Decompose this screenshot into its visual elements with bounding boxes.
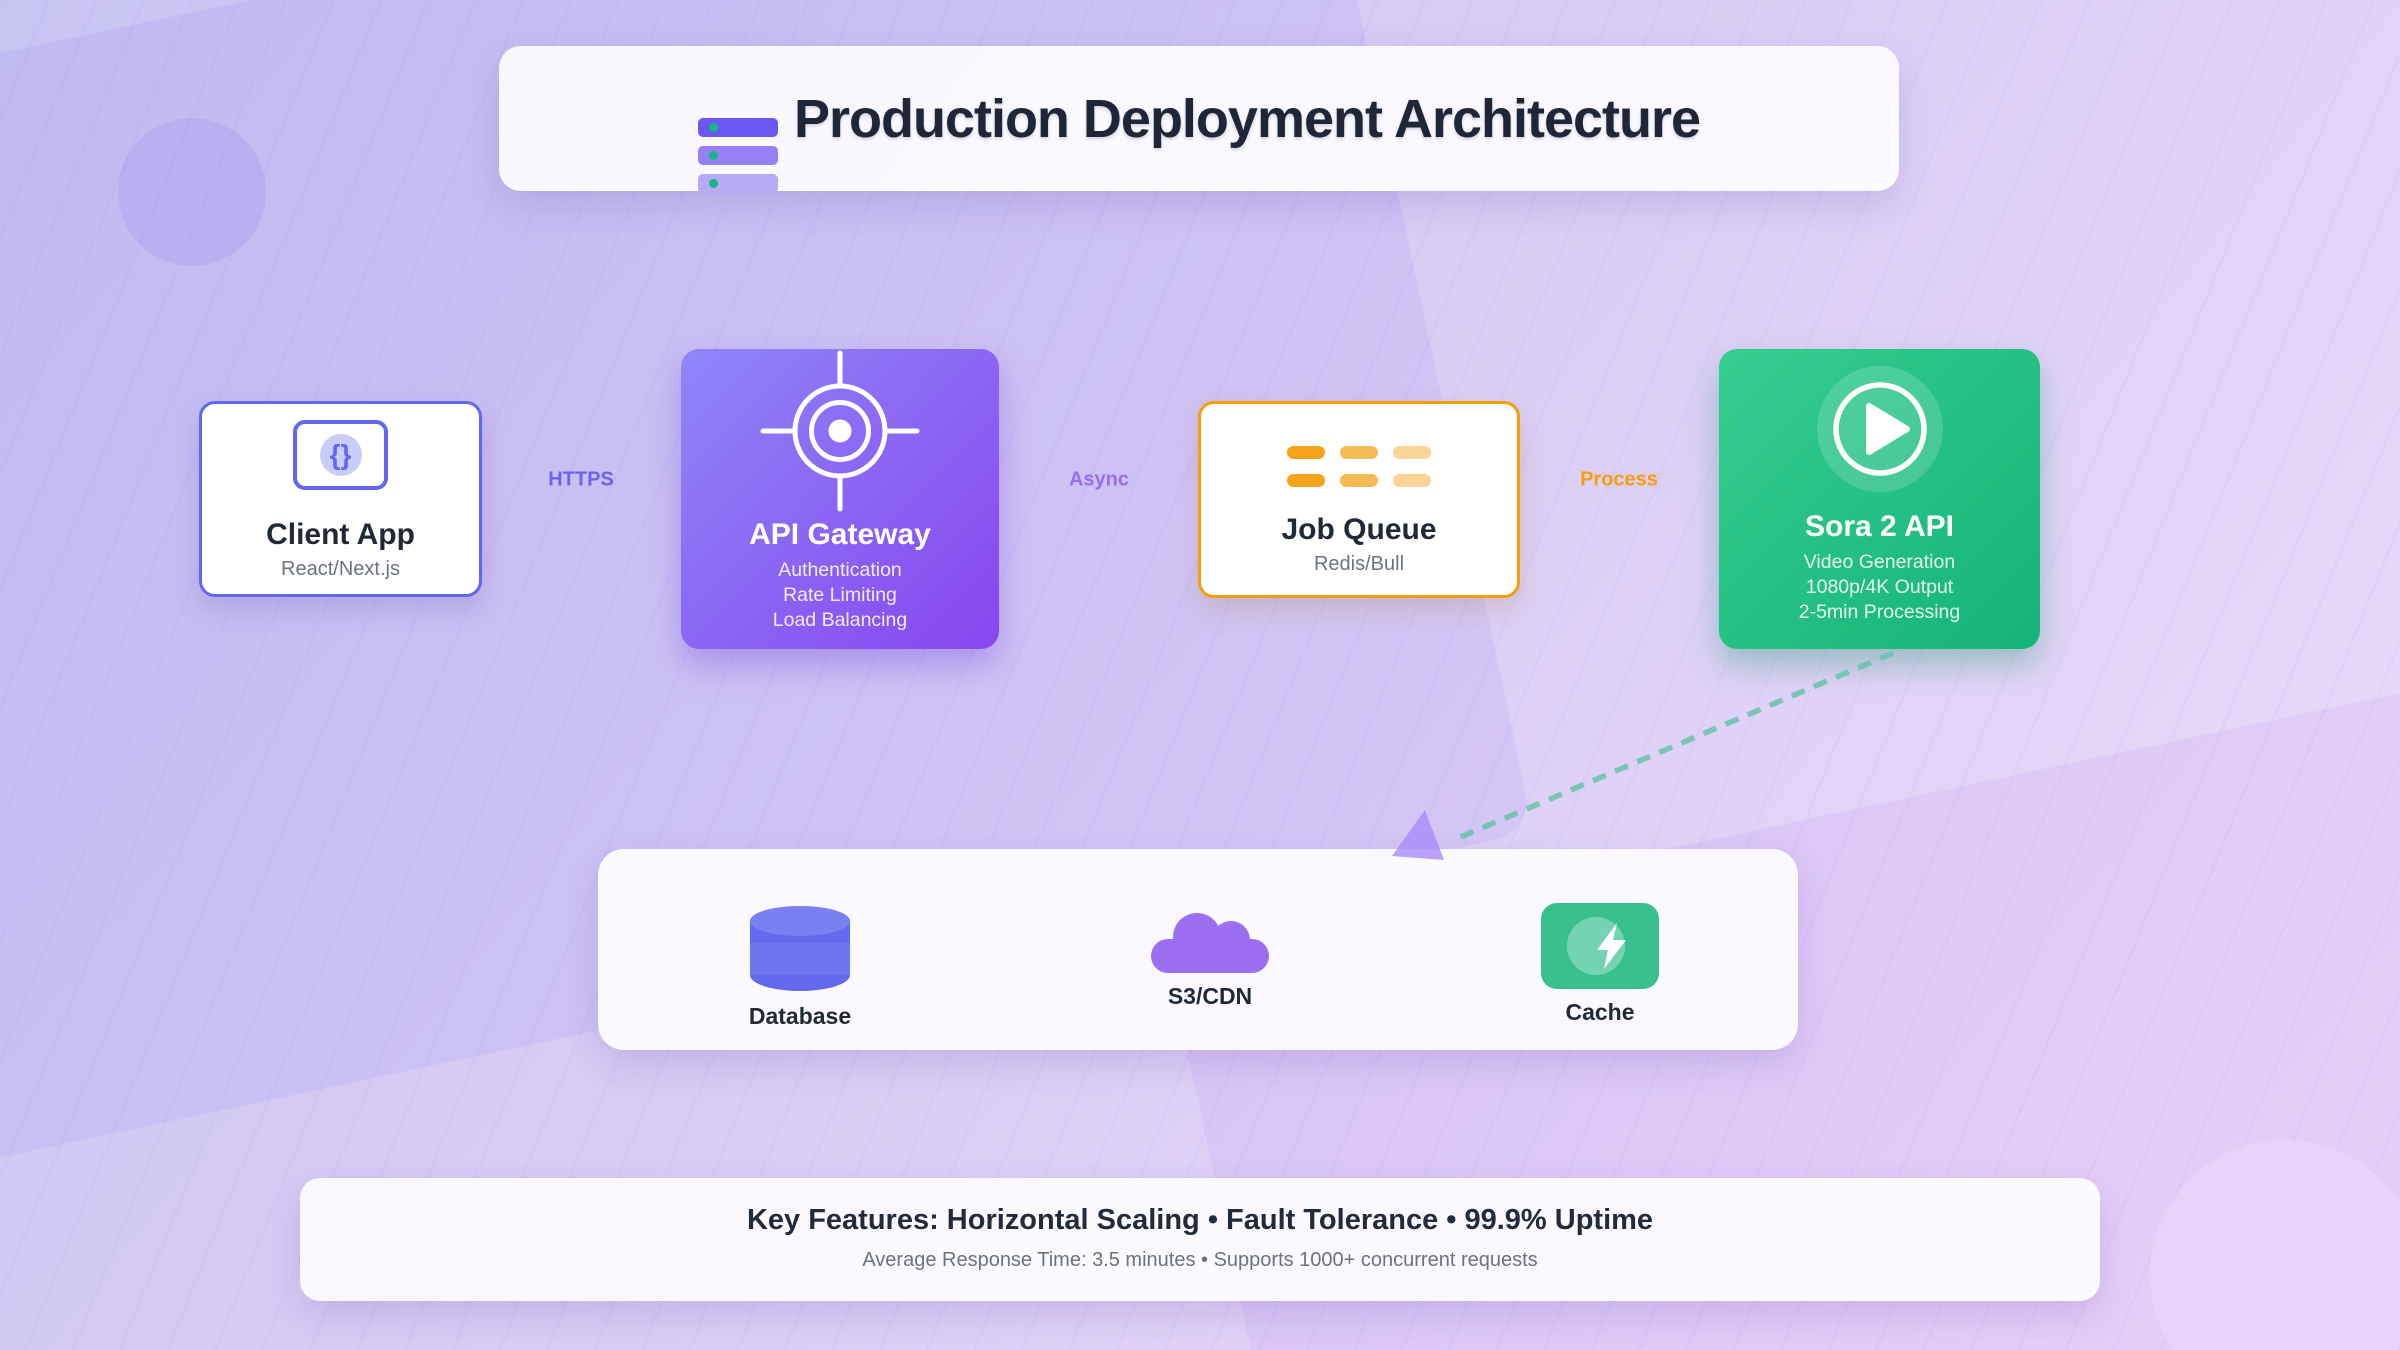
queue-bar — [1287, 474, 1325, 487]
key-features-text: Key Features: Horizontal Scaling • Fault… — [746, 1204, 1654, 1236]
database-cylinder-icon — [750, 906, 850, 991]
queue-bar — [1340, 474, 1378, 487]
icon-glow — [1816, 366, 1943, 492]
storage-item-cache: Cache — [1490, 903, 1710, 1026]
queue-bars-icon — [1287, 446, 1431, 487]
feature-line: Load Balancing — [772, 609, 908, 631]
storage-label: Cache — [1565, 999, 1635, 1025]
feature-line: Rate Limiting — [783, 584, 897, 606]
queue-row — [1287, 446, 1431, 459]
decorative-circle-bottom-right — [2150, 1140, 2400, 1350]
title-card: Production Deployment Architecture — [499, 46, 1899, 193]
cloud-icon — [1151, 913, 1269, 973]
node-title: Job Queue — [1281, 513, 1437, 546]
node-subtitle: React/Next.js — [281, 558, 400, 580]
braces-glyph: {} — [329, 439, 352, 470]
status-dot — [708, 179, 718, 188]
node-subtitle: Redis/Bull — [1313, 553, 1405, 575]
page-title: Production Deployment Architecture — [793, 88, 1701, 149]
cache-lightning-icon — [1541, 903, 1659, 989]
connection-label-process: Process — [1580, 468, 1658, 491]
decorative-circle-top-left — [118, 118, 266, 266]
feature-list: Video Generation 1080p/4K Output 2-5min … — [1799, 550, 1960, 625]
connection-label-https: HTTPS — [548, 468, 614, 491]
sora-api-node: Sora 2 API Video Generation 1080p/4K Out… — [1719, 349, 2040, 649]
storage-item-database: Database — [690, 905, 910, 1030]
bolt-icon — [1597, 923, 1626, 969]
code-braces-icon: {} — [319, 434, 362, 476]
server-bar — [697, 146, 778, 165]
play-circle-icon — [1805, 354, 1955, 504]
node-title: Sora 2 API — [1805, 510, 1954, 543]
crosshair-icon — [760, 350, 920, 512]
queue-bar — [1393, 446, 1431, 459]
queue-bar — [1287, 446, 1325, 459]
feature-list: Authentication Rate Limiting Load Balanc… — [773, 558, 907, 633]
storage-panel: Database S3/CDN Cache — [598, 849, 1798, 1050]
performance-stats-text: Average Response Time: 3.5 minutes • Sup… — [862, 1249, 1538, 1271]
status-dot — [708, 151, 718, 160]
queue-row — [1287, 474, 1431, 487]
server-bar — [697, 118, 778, 137]
storage-label: S3/CDN — [1167, 983, 1253, 1009]
connection-label-async: Async — [1068, 468, 1130, 491]
queue-bar — [1393, 474, 1431, 487]
storage-item-s3cdn: S3/CDN — [1100, 909, 1320, 1010]
server-bar — [697, 174, 778, 193]
node-title: Client App — [266, 518, 415, 551]
status-dot — [708, 123, 718, 132]
server-stack-icon — [697, 118, 778, 193]
api-gateway-node: API Gateway Authentication Rate Limiting… — [681, 349, 999, 649]
job-queue-node: Job Queue Redis/Bull — [1198, 401, 1520, 598]
storage-label: Database — [748, 1003, 852, 1029]
node-title: API Gateway — [749, 518, 931, 551]
play-icon — [1832, 382, 1927, 476]
feature-line: Authentication — [778, 559, 902, 581]
feature-line: Video Generation — [1803, 551, 1956, 573]
feature-line: 2-5min Processing — [1798, 601, 1961, 623]
feature-line: 1080p/4K Output — [1805, 576, 1954, 598]
queue-bar — [1340, 446, 1378, 459]
client-app-node: {} Client App React/Next.js — [199, 401, 482, 597]
footer-panel: Key Features: Horizontal Scaling • Fault… — [300, 1178, 2100, 1301]
browser-frame-icon: {} — [293, 420, 388, 490]
